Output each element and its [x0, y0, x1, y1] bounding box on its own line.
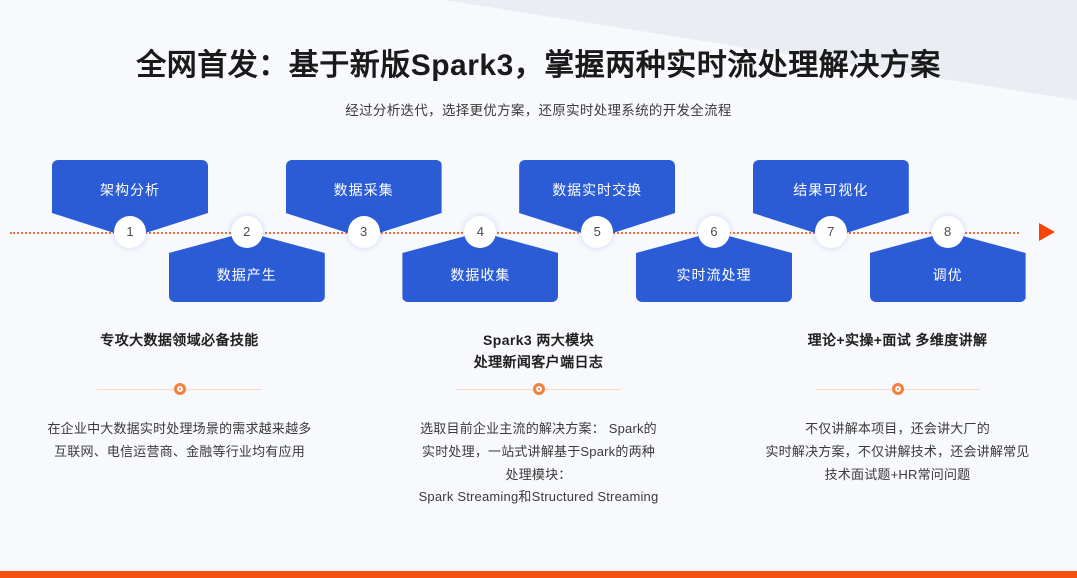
feature-divider [815, 378, 980, 400]
step-number-circle: 4 [464, 216, 497, 248]
step-badge-label: 数据收集 [450, 267, 511, 283]
step-number-circle: 5 [581, 216, 614, 248]
feature-column: 理论+实操+面试 多维度讲解 不仅讲解本项目，还会讲大厂的实时解决方案，不仅讲解… [718, 330, 1077, 509]
page-header: 全网首发：基于新版Spark3，掌握两种实时流处理解决方案 经过分析迭代，选择更… [0, 0, 1077, 119]
feature-heading: Spark3 两大模块处理新闻客户端日志 [473, 332, 604, 370]
feature-column: 专攻大数据领域必备技能 在企业中大数据实时处理场景的需求越来越多互联网、电信运营… [0, 330, 359, 509]
step-badge-label: 调优 [932, 267, 963, 283]
process-timeline: 架构分析 1 数据产生 2 数据采集 3 数据收集 4 数据实时交换 5 实时流处理 6 结果可视化 7 调… [0, 155, 1077, 310]
divider-dot-icon [173, 383, 186, 395]
feature-heading: 专攻大数据领域必备技能 [100, 332, 259, 348]
divider-dot-icon [891, 383, 904, 395]
step-badge-label: 数据产生 [216, 267, 277, 283]
page-title: 全网首发：基于新版Spark3，掌握两种实时流处理解决方案 [136, 49, 941, 82]
feature-divider [97, 378, 262, 400]
page-subtitle: 经过分析迭代，选择更优方案，还原实时处理系统的开发全流程 [345, 103, 732, 118]
step-number-circle: 3 [347, 216, 380, 248]
step-badge-label: 实时流处理 [676, 267, 752, 283]
step-badge-label: 数据实时交换 [552, 182, 643, 198]
step-badge-label: 结果可视化 [793, 182, 869, 198]
feature-divider [456, 378, 621, 400]
step-number-circle: 8 [931, 216, 964, 248]
feature-heading: 理论+实操+面试 多维度讲解 [807, 332, 988, 348]
step-number-circle: 2 [230, 216, 263, 248]
step-badge-label: 数据采集 [333, 182, 394, 198]
divider-dot-icon [532, 383, 545, 395]
feature-body: 不仅讲解本项目，还会讲大厂的实时解决方案，不仅讲解技术，还会讲解常见技术面试题+… [765, 421, 1030, 482]
step-badge-label: 架构分析 [100, 182, 160, 198]
step-number-circle: 7 [814, 216, 847, 248]
feature-body: 选取目前企业主流的解决方案： Spark的实时处理，一站式讲解基于Spark的两… [418, 421, 659, 505]
feature-columns: 专攻大数据领域必备技能 在企业中大数据实时处理场景的需求越来越多互联网、电信运营… [0, 330, 1077, 509]
bottom-accent-bar [0, 571, 1077, 578]
arrow-right-icon [1039, 223, 1055, 241]
step-number-circle: 6 [698, 216, 730, 248]
feature-column: Spark3 两大模块处理新闻客户端日志 选取目前企业主流的解决方案： Spar… [359, 330, 718, 509]
feature-body: 在企业中大数据实时处理场景的需求越来越多互联网、电信运营商、金融等行业均有应用 [47, 421, 312, 459]
timeline-dotted-line [10, 232, 1019, 234]
step-number-circle: 1 [114, 216, 146, 248]
